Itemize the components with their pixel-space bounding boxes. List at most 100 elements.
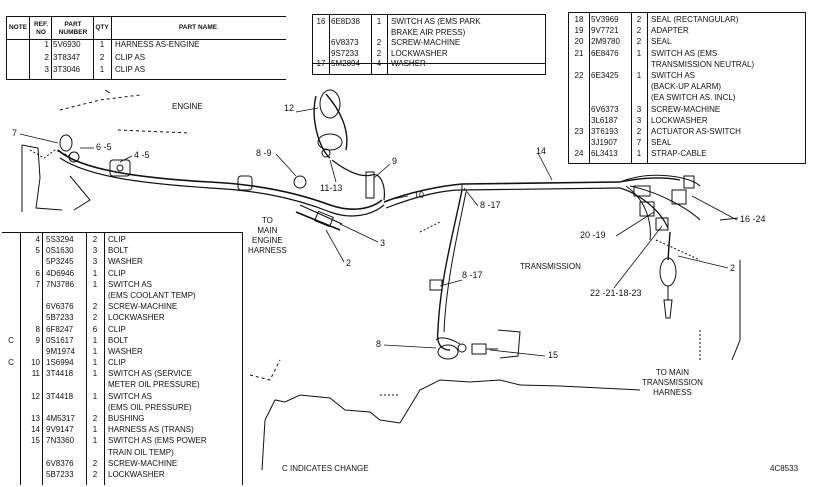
cell-name: HARNESS AS (TRANS) [108,425,194,435]
cell-qty: 3 [92,257,98,267]
table-row: 175M28944WASHER [313,59,545,70]
callout-22-23: 22 -21-18-23 [590,288,642,298]
label-line: HARNESS [248,246,287,255]
cell-part: 3J1907 [591,138,618,148]
cell-name: CLIP [108,235,126,244]
table-row: TRANSMISSION NEUTRAL) [569,60,805,71]
cell-ref: 12 [31,391,40,401]
cell-ref: 1 [44,40,49,49]
cell-ref: 15 [31,436,40,446]
label-line: TO MAIN [655,368,690,377]
header-qty: QTY [95,24,109,31]
cell-part: 5P3245 [46,257,74,267]
cell-name: SCREW-MACHINE [391,38,461,47]
cell-name: SCREW-MACHINE [108,302,178,312]
cell-part: 5B7233 [46,469,74,479]
callout-8-17a: 8 -17 [480,200,501,210]
cell-ref: 3 [44,65,49,74]
table-row: (EMS OIL PRESSURE) [2,403,242,414]
cell-part: 3T4418 [46,391,74,401]
cell-qty: 1 [92,358,98,368]
cell-part: 3T8347 [53,52,81,62]
table-row: (EMS COOLANT TEMP) [2,291,242,302]
cell-qty: 1 [92,369,98,379]
table-row: TRAIN OIL TEMP) [2,448,242,459]
cell-name: WASHER [108,257,143,267]
cell-ref: 16 [316,17,326,26]
cell-qty: 3 [92,246,98,256]
cell-ref: 5 [35,246,40,256]
table-row: (BACK-UP ALARM) [569,82,805,93]
cell-name: BOLT [108,246,129,256]
cell-qty: 2 [99,52,105,62]
cell-ref: 6 [35,268,40,278]
cell-ref: 18 [574,15,584,24]
cell-part: 6V8373 [331,38,359,47]
cell-part: 4D6946 [46,268,75,278]
cell-name: WASHER [391,59,543,69]
cell-name: ADAPTER [651,26,689,36]
callout-20-19: 20 -19 [580,230,606,240]
cell-name: SEAL [651,138,672,148]
label-line: TRANSMISSION [642,378,703,387]
cell-qty: 1 [376,17,382,26]
cell-ref: 23 [574,126,584,136]
label-to-main-transmission-harness: TO MAIN TRANSMISSION HARNESS [642,368,703,398]
cell-name: SWITCH AS [651,70,696,80]
cell-name: LOCKWASHER [108,469,165,479]
cell-part: 5V3969 [591,15,619,24]
table-header-row: NOTE REF. NO PART NUMBER QTY PART NAME [7,17,286,40]
callout-8-17b: 8 -17 [462,270,483,280]
cell-name: CLIP [108,358,126,368]
cell-qty: 2 [636,37,642,47]
cell-qty: 2 [376,38,382,47]
cell-name: BUSHING [108,414,145,423]
cell-name: CLIP [108,324,126,334]
cell-ref: 17 [313,59,329,69]
cell-ref: 7 [35,279,40,289]
cell-part: 6E3425 [591,70,619,80]
cell-part: 0S1630 [46,246,74,256]
cell-part: 5V6930 [53,40,81,49]
cell-qty: 1 [92,425,98,435]
cell-part: 2M9780 [591,37,620,47]
cell-name: SWITCH AS [108,279,153,289]
cell-qty: 1 [636,149,642,159]
cell-name: BRAKE AIR PRESS) [391,27,466,37]
cell-name: (EA SWITCH AS. INCL) [651,93,736,103]
callout-8: 8 [376,339,382,349]
cell-part: 5S3294 [46,235,74,244]
cell-part: 3T6193 [591,126,619,136]
cell-part: 9V7721 [591,26,619,36]
cell-name: SWITCH AS (EMS [651,48,718,58]
cell-qty: 1 [636,70,642,80]
cell-qty: 7 [636,138,642,148]
table-row: METER OIL PRESSURE) [2,380,242,391]
cell-name: WASHER [108,346,143,356]
cell-name: LOCKWASHER [651,115,708,125]
callout-15: 15 [548,350,559,360]
cell-name: (EMS OIL PRESSURE) [108,402,192,412]
header-note: NOTE [8,24,28,31]
cell-part: 5M2894 [331,59,371,69]
cell-part: 9V9147 [46,425,74,435]
cell-part: 7N3786 [46,279,75,289]
cell-part: 6V6376 [46,302,74,312]
cell-qty: 2 [92,235,98,244]
label-line: TO [261,216,273,225]
table-row: 3J1907 7 SEAL [569,138,805,149]
table-row: 5 0S1630 3 BOLT [2,246,242,257]
cell-part: 6V6373 [591,104,619,114]
cell-qty: 1 [636,48,642,58]
cell-qty: 2 [92,313,98,323]
